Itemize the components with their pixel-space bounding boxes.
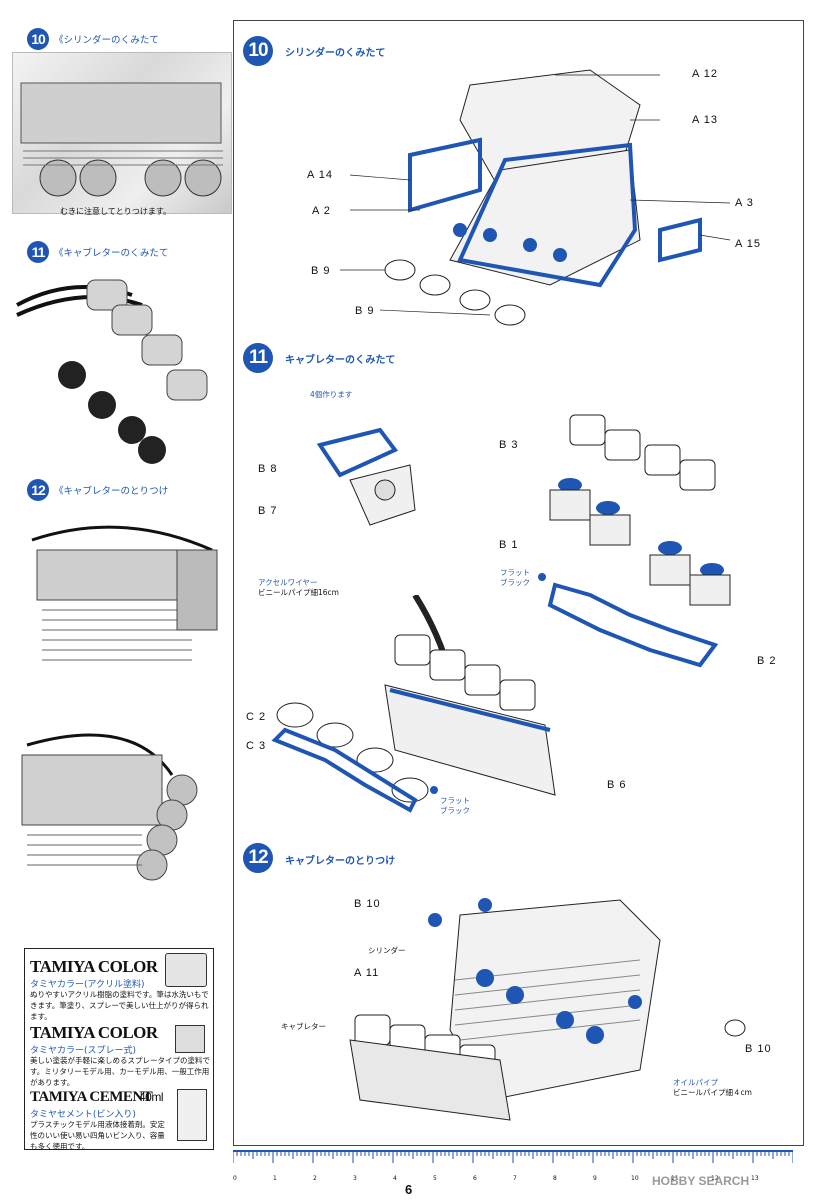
- step-10-sidebar-caption: むきに注意してとりつけます。: [60, 207, 172, 216]
- part-a12: A 12: [692, 68, 719, 80]
- hobby-search-watermark: HOBBY SEARCH: [652, 1174, 750, 1188]
- paint-dot-icon-2: [430, 786, 438, 794]
- step-10-sidebar-title: 《シリンダーのくみたて: [54, 35, 159, 46]
- part-b7: B 7: [258, 505, 278, 517]
- ad-spray-text: 美しい塗装が手軽に楽しめるスプレータイプの塗料です。ミリタリーモデル用、カーモデ…: [30, 1056, 210, 1087]
- part-b10-top: B 10: [354, 898, 381, 910]
- part-a14: A 14: [307, 169, 334, 181]
- accel-wire-line1: アクセルワイヤー: [258, 578, 318, 587]
- step-11-badge: 11: [27, 241, 49, 263]
- engine-photo-2-illustration: [21, 733, 198, 881]
- ruler-tick-13: 13: [751, 1175, 759, 1182]
- step-10-badge: 10: [27, 28, 49, 50]
- ad-cement-sub: タミヤセメント(ビン入り): [30, 1110, 136, 1120]
- step-11-main-title: キャブレターのくみたて: [285, 355, 396, 366]
- step-10-main-badge: 10: [243, 36, 273, 66]
- measurement-ruler: [233, 1150, 793, 1163]
- ruler-tick-11: 11: [671, 1175, 679, 1182]
- spray-can-icon: [175, 1025, 205, 1053]
- ruler-tick-1: 1: [273, 1175, 277, 1182]
- ruler-tick-4: 4: [393, 1175, 397, 1182]
- oil-pipe-line2: ビニールパイプ細４cm: [673, 1088, 752, 1097]
- flat-black-note-1: フラットブラック: [500, 568, 530, 588]
- ad-cement-brand: TAMIYA CEMENT: [30, 1089, 153, 1105]
- part-a15: A 15: [735, 238, 762, 250]
- oil-pipe-note: オイルパイプビニールパイプ細４cm: [673, 1078, 752, 1098]
- ad-cement-text: プラスチックモデル用液体接着剤。安定性のいい使い易い四角いビン入り、容量も多く徳…: [30, 1120, 165, 1151]
- carburetor-mount-diagram: [349, 898, 746, 1121]
- ruler-tick-9: 9: [593, 1175, 597, 1182]
- flat-black-1-line1: フラット: [500, 568, 530, 577]
- part-a3: A 3: [735, 197, 754, 209]
- part-b6: B 6: [607, 779, 627, 791]
- carburetor-bank-diagram: [547, 414, 731, 668]
- ad-color-sub: タミヤカラー(アクリル塗料): [30, 980, 145, 990]
- ruler-tick-10: 10: [631, 1175, 639, 1182]
- ruler-tick-5: 5: [433, 1175, 437, 1182]
- step-10-main-title: シリンダーのくみたて: [285, 48, 386, 59]
- page-number: 6: [405, 1182, 413, 1197]
- step-12-main-title: キャブレターのとりつけ: [285, 856, 396, 867]
- flat-black-1-line2: ブラック: [500, 578, 530, 587]
- part-b8: B 8: [258, 463, 278, 475]
- engine-photo-1: [22, 510, 222, 690]
- carburetor-photo: [12, 265, 217, 470]
- cylinder-photo-illustration: [20, 82, 223, 197]
- part-b9-upper: B 9: [311, 265, 331, 277]
- part-a11: A 11: [354, 967, 380, 979]
- ad-color-brand: TAMIYA COLOR: [30, 957, 158, 976]
- flat-black-2-line2: ブラック: [440, 806, 470, 815]
- cylinder-assembly-diagram: [340, 69, 731, 326]
- oil-pipe-line1: オイルパイプ: [673, 1078, 718, 1087]
- engine-photo-2: [12, 705, 222, 905]
- paint-jar-icon: [165, 953, 207, 987]
- accel-wire-note: アクセルワイヤービニールパイプ細16cm: [258, 578, 339, 598]
- cylinder-photo: [12, 52, 232, 214]
- carburetor-label: キャブレター: [281, 1022, 326, 1031]
- carburetor-body-diagram: [316, 427, 416, 526]
- step-12-main-badge: 12: [243, 843, 273, 873]
- ruler-tick-6: 6: [473, 1175, 477, 1182]
- step-11-sidebar-title: 《キャブレターのくみたて: [54, 248, 169, 259]
- paint-dot-icon: [538, 573, 546, 581]
- carburetor-linkage-diagram: [271, 595, 556, 813]
- ad-spray-brand: TAMIYA COLOR: [30, 1023, 158, 1042]
- carburetor-photo-illustration: [16, 279, 208, 464]
- ruler-tick-8: 8: [553, 1175, 557, 1182]
- ruler-tick-2: 2: [313, 1175, 317, 1182]
- ruler-tick-7: 7: [513, 1175, 517, 1182]
- ruler-labels: 0 1 2 3 4 5 6 7 8 9 10 11 12 13: [233, 1174, 793, 1184]
- tamiya-ad-box: TAMIYA COLOR タミヤカラー(アクリル塗料) ぬりやすいアクリル樹脂の…: [24, 948, 214, 1151]
- flat-black-2-line1: フラット: [440, 796, 470, 805]
- part-c3: C 3: [246, 740, 267, 752]
- instruction-frame: [233, 20, 804, 1146]
- ad-cement-size: 40ml: [139, 1090, 164, 1104]
- ad-spray-sub: タミヤカラー(スプレー式): [30, 1046, 137, 1056]
- part-b3: B 3: [499, 439, 519, 451]
- step-12-sidebar-title: 《キャブレターのとりつけ: [54, 486, 169, 497]
- make-four-note: 4個作ります: [310, 390, 353, 399]
- flat-black-note-2: フラットブラック: [440, 796, 470, 816]
- ruler-tick-3: 3: [353, 1175, 357, 1182]
- step-11-main-badge: 11: [243, 343, 273, 373]
- cement-bottle-icon: [177, 1089, 207, 1141]
- part-b9-lower: B 9: [355, 305, 375, 317]
- part-a13: A 13: [692, 114, 719, 126]
- part-b2: B 2: [757, 655, 777, 667]
- part-c2: C 2: [246, 711, 267, 723]
- part-a2: A 2: [312, 205, 331, 217]
- ruler-tick-12: 12: [711, 1175, 719, 1182]
- cylinder-label: シリンダー: [368, 946, 406, 955]
- ruler-tick-0: 0: [233, 1175, 237, 1182]
- accel-wire-line2: ビニールパイプ細16cm: [258, 588, 339, 597]
- ad-color-text: ぬりやすいアクリル樹脂の塗料です。筆は水洗いもできます。筆塗り、スプレーで美しい…: [30, 990, 209, 1021]
- part-b1: B 1: [499, 539, 519, 551]
- engine-photo-1-illustration: [31, 525, 218, 661]
- step-12-badge: 12: [27, 479, 49, 501]
- part-b10-right: B 10: [745, 1043, 772, 1055]
